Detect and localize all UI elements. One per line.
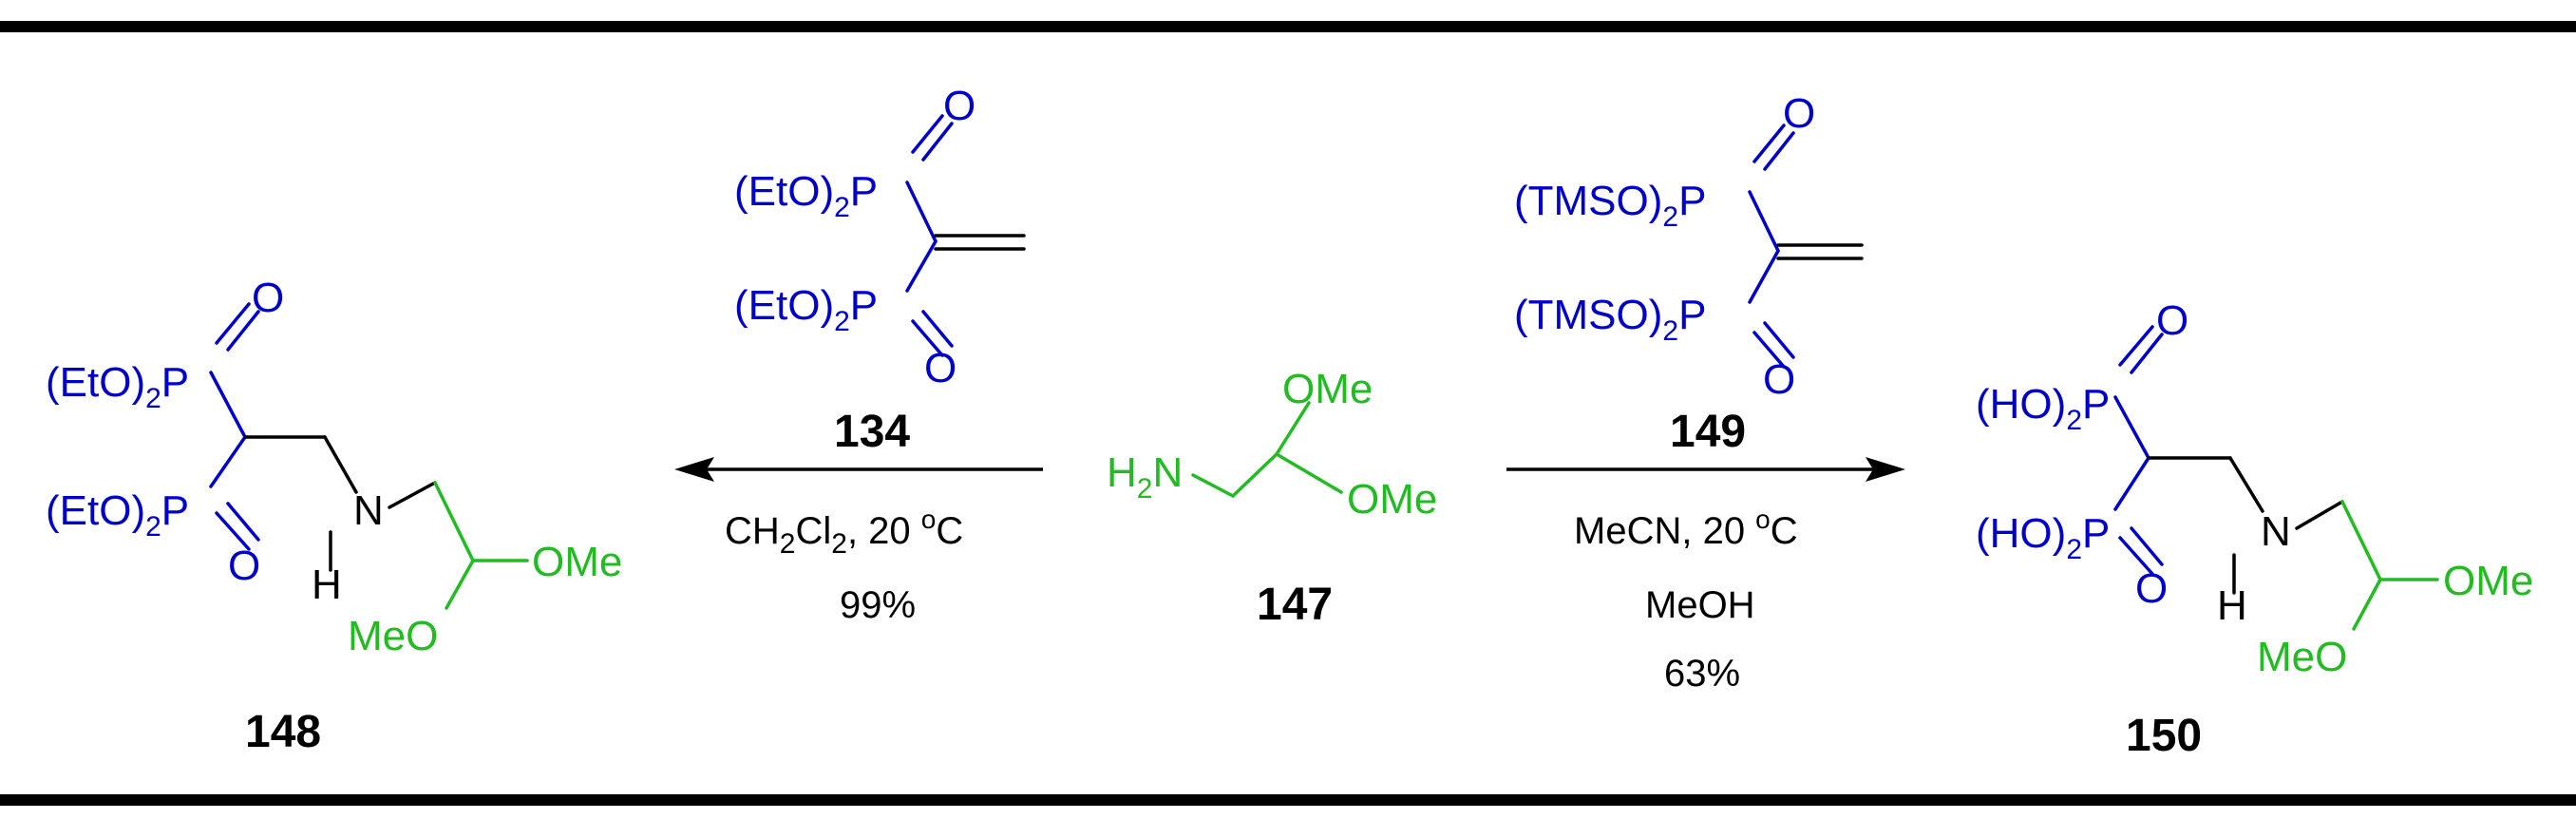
compound-150-methoxy-2: MeO bbox=[2257, 634, 2347, 680]
compound-150-hydrogen: H bbox=[2217, 582, 2247, 629]
compound-149-alkene bbox=[1776, 243, 1864, 260]
compound-150-ester-top: (HO)2P bbox=[1976, 381, 2110, 436]
compound-150-methoxy: OMe bbox=[2443, 558, 2533, 604]
compound-148-chain-bonds bbox=[243, 435, 437, 572]
compound-149: (TMSO)2P O (TMSO)2P O bbox=[1514, 90, 1864, 403]
compound-150-nitrogen: N bbox=[2261, 508, 2291, 555]
compound-134-ester-top: (EtO)2P bbox=[734, 168, 878, 223]
compound-148-nitrogen: N bbox=[353, 487, 384, 534]
left-conditions-yield: 99% bbox=[840, 584, 916, 626]
compound-150-number: 150 bbox=[2126, 711, 2202, 761]
compound-134-alkene bbox=[934, 234, 1026, 251]
compound-148: (EtO)2P O (EtO)2P O N H OMe MeO 148 bbox=[46, 275, 622, 757]
compound-147-methoxy-top: OMe bbox=[1282, 366, 1373, 412]
compound-150-oxo-top: O bbox=[2156, 297, 2188, 344]
compound-149-ester-top: (TMSO)2P bbox=[1514, 178, 1706, 233]
compound-148-oxo-top: O bbox=[252, 275, 284, 321]
right-reaction-arrow bbox=[1506, 457, 1905, 482]
compound-150-acetal-bonds bbox=[2340, 500, 2439, 631]
compound-148-hydrogen: H bbox=[312, 562, 342, 608]
compound-149-oxo-bottom: O bbox=[1763, 356, 1795, 403]
bottom-rule bbox=[0, 794, 2576, 806]
compound-150-ester-bottom: (HO)2P bbox=[1976, 510, 2110, 565]
right-conditions-step2: MeOH bbox=[1645, 584, 1755, 626]
right-conditions-yield: 63% bbox=[1664, 653, 1740, 695]
compound-149-bonds bbox=[1748, 124, 1795, 369]
compound-149-ester-bottom: (TMSO)2P bbox=[1514, 292, 1706, 347]
compound-148-phosphonate-bonds bbox=[209, 302, 260, 551]
compound-147-number: 147 bbox=[1257, 580, 1333, 630]
compound-150-chain-bonds bbox=[2147, 456, 2344, 595]
left-conditions-solvent: CH2Cl2, 20 oC bbox=[725, 505, 963, 560]
compound-147: H2N OMe OMe 147 bbox=[1107, 366, 1437, 630]
compound-134-bonds bbox=[905, 114, 954, 357]
compound-148-number: 148 bbox=[245, 707, 321, 757]
compound-147-amine: H2N bbox=[1107, 449, 1183, 505]
compound-134: (EtO)2P O (EtO)2P O bbox=[734, 83, 1026, 391]
compound-148-methoxy: OMe bbox=[532, 539, 622, 585]
compound-148-methoxy-2: MeO bbox=[348, 613, 438, 659]
right-conditions-solvent: MeCN, 20 oC bbox=[1574, 505, 1798, 552]
compound-150-phosphonate-bonds bbox=[2113, 325, 2164, 576]
left-reaction-arrow bbox=[674, 457, 1043, 482]
compound-134-ester-bottom: (EtO)2P bbox=[734, 282, 878, 337]
top-rule bbox=[0, 21, 2576, 32]
compound-148-ester-top: (EtO)2P bbox=[46, 359, 189, 414]
compound-150-oxo-bottom: O bbox=[2135, 565, 2168, 612]
compound-148-oxo-bottom: O bbox=[228, 543, 260, 589]
compound-134-oxo-top: O bbox=[943, 83, 975, 129]
compound-149-oxo-top: O bbox=[1783, 90, 1815, 137]
compound-148-acetal-bonds bbox=[433, 481, 529, 610]
compound-147-bonds bbox=[1191, 401, 1343, 498]
compound-150: (HO)2P O (HO)2P O N H OMe MeO 150 bbox=[1976, 297, 2533, 761]
compound-147-methoxy-bottom: OMe bbox=[1347, 476, 1437, 523]
left-reagent-number: 134 bbox=[834, 407, 910, 457]
compound-134-oxo-bottom: O bbox=[924, 345, 957, 391]
right-reagent-number: 149 bbox=[1670, 407, 1746, 457]
compound-148-ester-bottom: (EtO)2P bbox=[46, 487, 189, 543]
